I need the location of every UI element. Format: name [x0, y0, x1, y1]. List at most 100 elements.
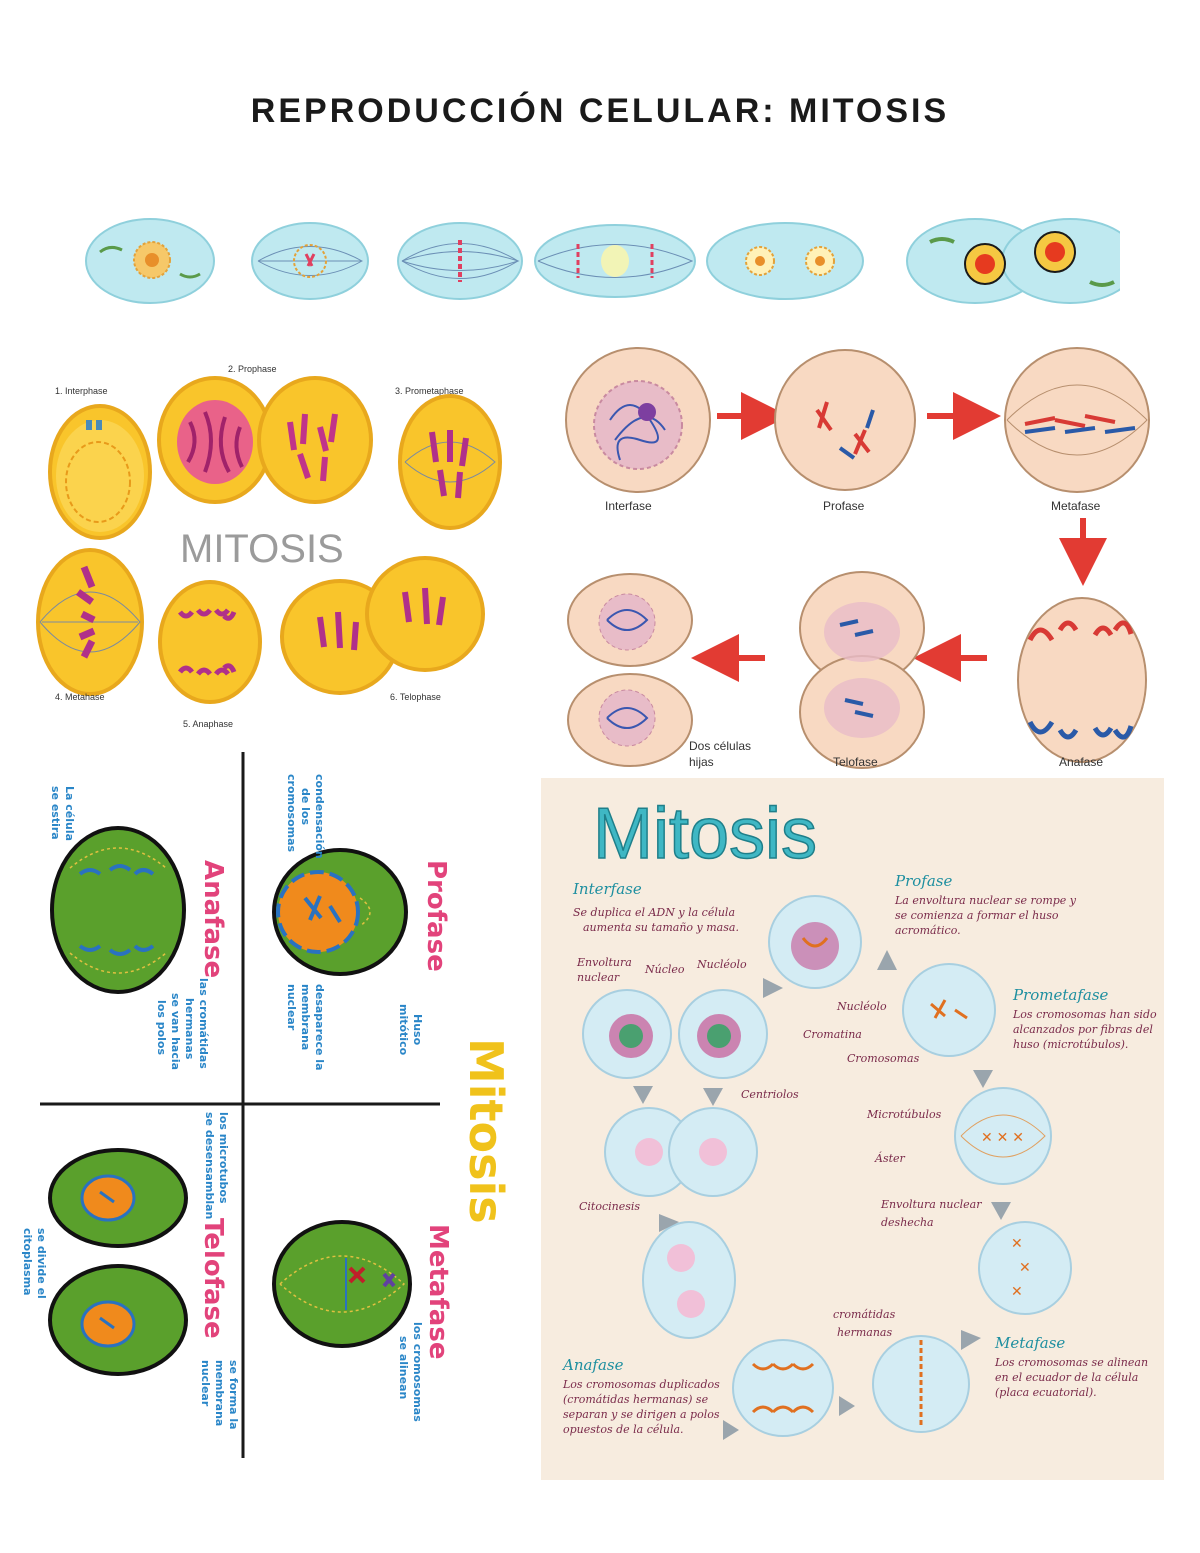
telofase-note-1: los microtubos — [217, 1112, 230, 1204]
telofase-note-5: se forma la — [227, 1360, 240, 1430]
metafase-note-2: se alinean — [397, 1336, 410, 1399]
p4-metafase-text-3: (placa ecuatorial). — [995, 1386, 1097, 1399]
p2-cell-metafase — [1004, 347, 1150, 493]
page-title: REPRODUCCIÓN CELULAR: MITOSIS — [250, 92, 950, 130]
cell-anaphase — [158, 580, 262, 704]
p4-label-envoltura-1: Envoltura — [576, 956, 632, 969]
p4-prometafase-title: Prometafase — [1012, 986, 1109, 1004]
panel1-heading: MITOSIS — [180, 527, 344, 571]
strip-cell-2 — [251, 222, 369, 300]
profase-note-6: nuclear — [285, 984, 298, 1031]
quadrant-anafase-cell — [50, 826, 186, 994]
stage-label-telophase: 6. Telophase — [390, 692, 441, 702]
p4-prometafase-text-3: huso (microtúbulos). — [1013, 1038, 1128, 1051]
p4-cell-interfase-2 — [678, 989, 768, 1079]
p4-label-cromatidas: cromátidas — [833, 1308, 896, 1321]
p4-anafase-title: Anafase — [561, 1356, 624, 1374]
strip-cell-6 — [906, 218, 1120, 304]
stage-label-prometaphase: 3. Prometaphase — [395, 386, 464, 396]
p2-label-telofase: Telofase — [833, 755, 878, 769]
profase-note-5: membrana — [299, 984, 312, 1050]
profase-note-2: de los — [299, 788, 312, 825]
p4-anafase-text-3: separan y se dirigen a polos — [563, 1408, 720, 1421]
metafase-note-1: los cromosomas — [411, 1322, 424, 1422]
mitosis-strip-illustration — [85, 218, 1120, 304]
p4-label-nucleo: Núcleo — [644, 963, 685, 976]
p4-prometafase-text-2: alcanzados por fibras del — [1013, 1023, 1153, 1036]
panel-infographic: Mitosis Interfase Se duplica el ADN y la… — [541, 778, 1164, 1480]
p4-cell-anafase — [732, 1339, 834, 1437]
stage-label-interphase: 1. Interphase — [55, 386, 108, 396]
svg-text:✕: ✕ — [1011, 1283, 1023, 1299]
anafase-note-2: se estira — [49, 786, 62, 840]
profase-note-8: mitótico — [397, 1004, 410, 1056]
p4-profase-title: Profase — [894, 872, 952, 890]
strip-cell-5 — [706, 222, 864, 300]
cell-prophase-a — [157, 376, 273, 504]
quadrant-metafase-cell — [272, 1220, 412, 1348]
p4-anafase-text-2: (cromátidas hermanas) se — [563, 1393, 709, 1406]
anafase-note-4: hermanas — [183, 998, 196, 1060]
p4-label-centriolos: Centriolos — [741, 1088, 799, 1101]
anafase-note-5: se van hacia — [169, 993, 182, 1070]
p4-interfase-text-1: Se duplica el ADN y la célula — [573, 906, 735, 919]
panel3-title: Mitosis — [459, 1038, 513, 1224]
p4-label-envoltura-deshecha-2: deshecha — [881, 1216, 934, 1229]
stage-label-prophase: 2. Prophase — [228, 364, 277, 374]
telofase-note-2: se desensamblan — [203, 1112, 216, 1219]
p4-metafase-title: Metafase — [994, 1334, 1065, 1352]
p2-cell-telofase — [799, 571, 925, 769]
p4-label-cromatina: Cromatina — [803, 1028, 862, 1041]
panel-spanish-cycle: Interfase Profase Metafase Dos células h… — [565, 347, 1150, 769]
stage-label-metaphase: 4. Metahase — [55, 692, 105, 702]
profase-note-3: cromosomas — [285, 774, 298, 853]
p4-cell-profase — [768, 895, 862, 989]
quadrant-telofase-cell — [48, 1148, 188, 1376]
p2-label-interfase: Interfase — [605, 499, 652, 513]
profase-note-7: Huso — [411, 1014, 424, 1046]
p2-cell-profase — [774, 349, 916, 491]
stage-label-anaphase: 5. Anaphase — [183, 719, 233, 729]
p4-metafase-text-2: en el ecuador de la célula — [995, 1371, 1138, 1384]
p4-anafase-text-1: Los cromosomas duplicados — [562, 1378, 720, 1391]
panel-quadrants: Anafase La célula se estira las cromátid… — [21, 752, 513, 1458]
p4-cell-telofase — [642, 1221, 736, 1339]
p4-label-envoltura-2: nuclear — [577, 971, 620, 984]
anafase-note-6: los polos — [155, 1000, 168, 1055]
p4-label-aster: Áster — [874, 1151, 906, 1165]
panel4-title: Mitosis — [593, 794, 817, 874]
p4-label-microtubulos: Microtúbulos — [866, 1108, 942, 1121]
p4-cell-prometafase — [902, 963, 996, 1057]
p2-cell-interfase — [565, 347, 711, 493]
telofase-note-3: se divide el — [35, 1228, 48, 1299]
p4-cell-citocinesis — [604, 1107, 758, 1197]
p4-cell-metafase-2 — [872, 1335, 970, 1433]
p4-metafase-text-1: Los cromosomas se alinean — [994, 1356, 1148, 1369]
p2-label-daughters-2: hijas — [689, 755, 714, 769]
p2-cell-daughters — [567, 573, 693, 767]
p4-profase-text-3: acromático. — [895, 924, 961, 937]
cell-metaphase — [36, 548, 144, 696]
p4-label-hermanas: hermanas — [837, 1326, 892, 1339]
p4-cell-prometafase-2: ✕ ✕ ✕ — [954, 1087, 1052, 1185]
cell-prophase-b — [257, 376, 373, 504]
p4-profase-text-2: se comienza a formar el huso — [895, 909, 1059, 922]
svg-text:✕: ✕ — [1019, 1259, 1031, 1275]
p4-cell-metafase-1: ✕ ✕ ✕ — [978, 1221, 1072, 1315]
telofase-note-7: nuclear — [199, 1360, 212, 1407]
p4-interfase-text-2: aumenta su tamaño y masa. — [583, 921, 739, 934]
p4-label-nucleolo-2: Nucléolo — [836, 1000, 887, 1013]
p4-label-nucleolo-1: Nucléolo — [696, 958, 747, 971]
p4-label-envoltura-deshecha-1: Envoltura nuclear — [880, 1198, 982, 1211]
strip-cell-1 — [85, 218, 215, 304]
profase-note-1: condensación — [313, 774, 326, 859]
cell-prometaphase — [398, 394, 502, 530]
panel-english-mitosis: 1. Interphase 2. Prophase 3. Prometaphas… — [36, 364, 502, 729]
quadrant-anafase-title: Anafase — [198, 860, 228, 978]
cell-telophase — [280, 556, 485, 695]
p4-prometafase-text-1: Los cromosomas han sido — [1012, 1008, 1157, 1021]
strip-cell-3 — [397, 222, 523, 300]
profase-note-4: desaparece la — [313, 984, 326, 1071]
strip-cell-4 — [534, 224, 696, 298]
p4-interfase-title: Interfase — [572, 880, 642, 898]
